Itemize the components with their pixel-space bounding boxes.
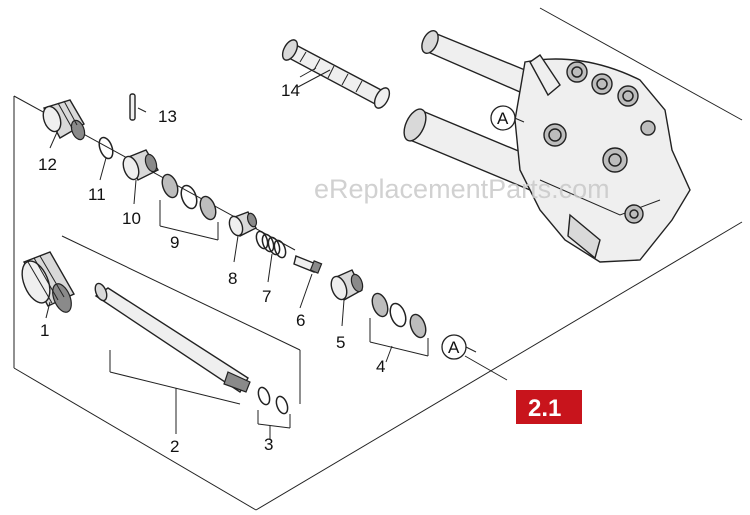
callout-13: 13 [158, 107, 177, 126]
part-9-ring-set [159, 173, 219, 241]
callout-4: 4 [376, 357, 385, 376]
svg-text:2.1: 2.1 [528, 395, 561, 422]
part-6-valve [293, 255, 323, 274]
part-4-ring-set [369, 292, 429, 357]
part-10-bushing [122, 149, 159, 181]
callout-8: 8 [228, 269, 237, 288]
part-13-pin [129, 93, 136, 121]
callout-10: 10 [122, 209, 141, 228]
callout-14: 14 [281, 81, 300, 100]
part-14-filter [281, 39, 391, 109]
part-11-o-ring [98, 136, 114, 160]
callout-12: 12 [38, 155, 57, 174]
part-8-valve-seat [228, 211, 258, 237]
callout-3: 3 [264, 435, 273, 454]
callout-1: 1 [40, 321, 49, 340]
pump-manifold [403, 30, 691, 263]
part-7-spring [255, 230, 287, 259]
part-12-nut [42, 99, 86, 141]
callout-5: 5 [336, 333, 345, 352]
svg-text:A: A [497, 109, 509, 128]
callout-11: 11 [88, 185, 106, 204]
part-2-shaft [94, 282, 251, 405]
part-3-seals [257, 386, 291, 429]
callout-2: 2 [170, 437, 179, 456]
part-5-valve-cap [330, 269, 364, 301]
part-1-knurled-nut [21, 251, 75, 313]
callout-9: 9 [170, 233, 179, 252]
connection-marker-a-top: A [490, 105, 516, 131]
watermark: eReplacementParts.com [314, 174, 610, 204]
callout-7: 7 [262, 287, 271, 306]
callout-6: 6 [296, 311, 305, 330]
connection-marker-a-bottom: A [441, 334, 467, 360]
leader-lines [45, 69, 525, 440]
section-badge: 2.1 [516, 390, 582, 424]
svg-text:A: A [448, 338, 460, 357]
